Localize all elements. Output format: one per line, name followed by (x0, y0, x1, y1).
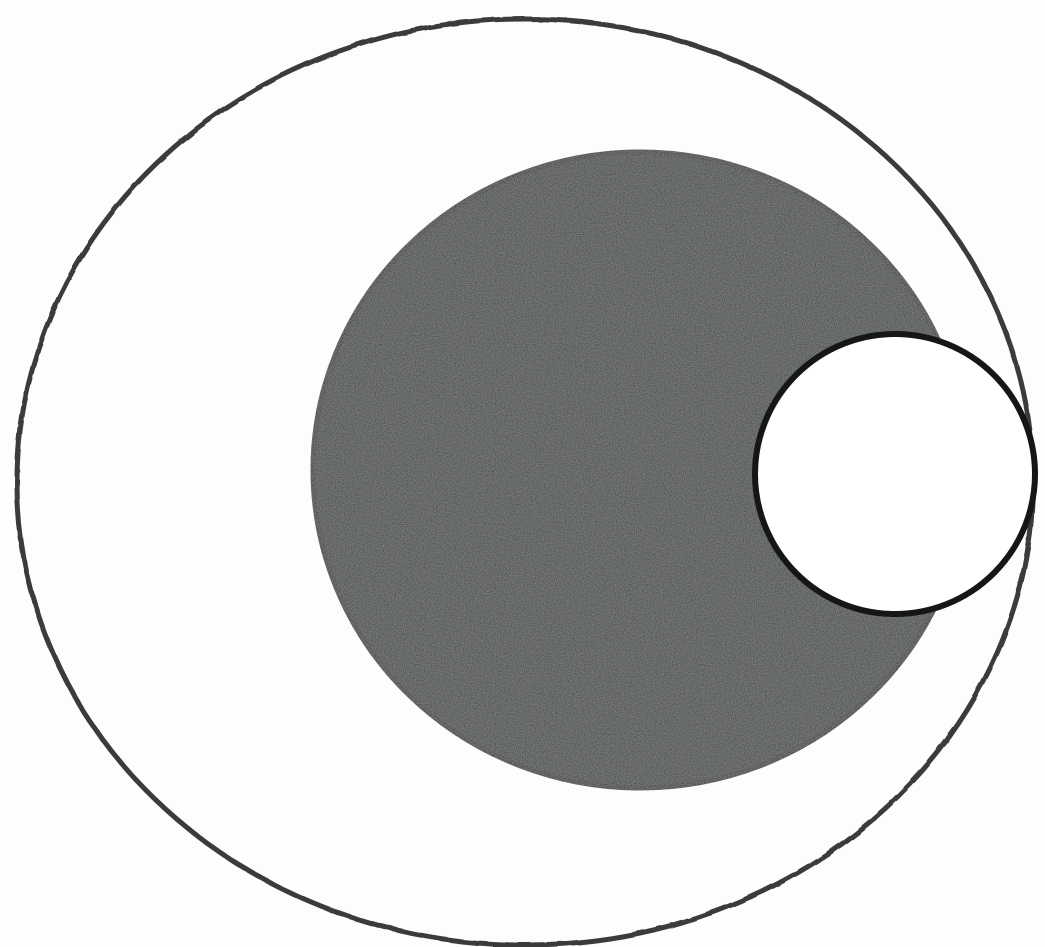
eye-highlight (755, 334, 1035, 614)
